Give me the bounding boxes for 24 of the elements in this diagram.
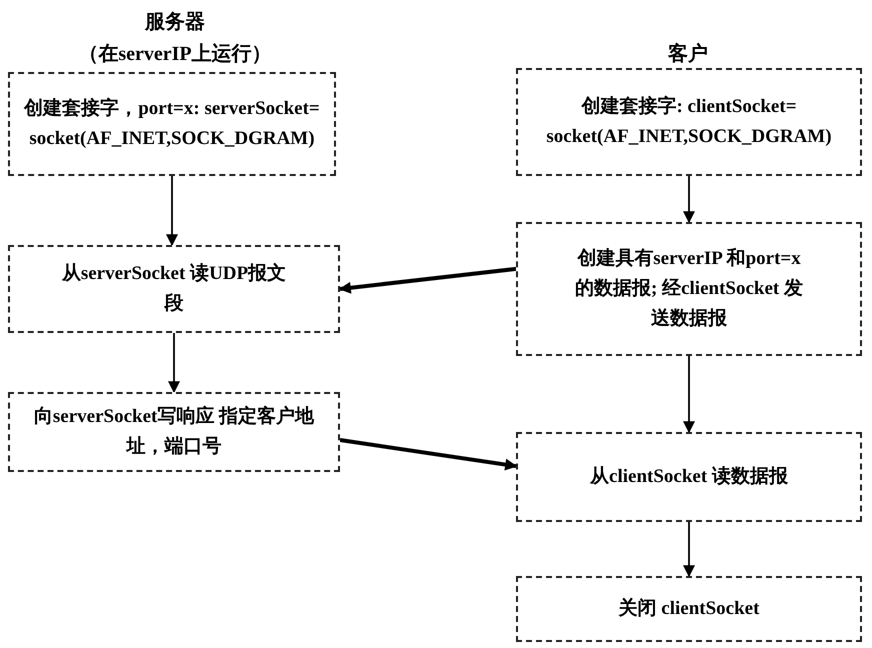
arrow [338,266,516,294]
column-heading: 客户 [668,42,708,67]
box-text: 从clientSocket 读数据报 [588,465,789,489]
column-heading: 服务器 [145,10,205,35]
box-text: 关闭 clientSocket [617,596,760,621]
arrow [683,522,695,578]
arrow [683,176,695,224]
process-box [8,392,340,472]
process-box [516,222,862,356]
box-text: 创建具有serverIP 和port=x的数据报; 经clientSocket 发送数据报 [574,246,804,331]
process-box [8,72,336,176]
arrow [340,438,518,471]
column-heading: （在serverIP上运行） [78,42,272,67]
box-text: 向serverSocket写响应 指定客户地址，端口号 [32,404,316,459]
arrow [168,333,180,394]
process-box [516,432,862,522]
box-text: 从serverSocket 读UDP报文段 [60,262,288,316]
box-text: 创建套接字，port=x: serverSocket= socket(AF_INET,SOCK_DGRAM) [22,96,321,151]
arrow [683,356,695,434]
arrow [166,176,178,246]
box-text: 创建套接字: clientSocket= socket(AF_INET,SOCK_DGRAM) [545,94,833,149]
process-box [516,576,862,642]
process-box [516,68,862,176]
process-box [8,245,340,333]
